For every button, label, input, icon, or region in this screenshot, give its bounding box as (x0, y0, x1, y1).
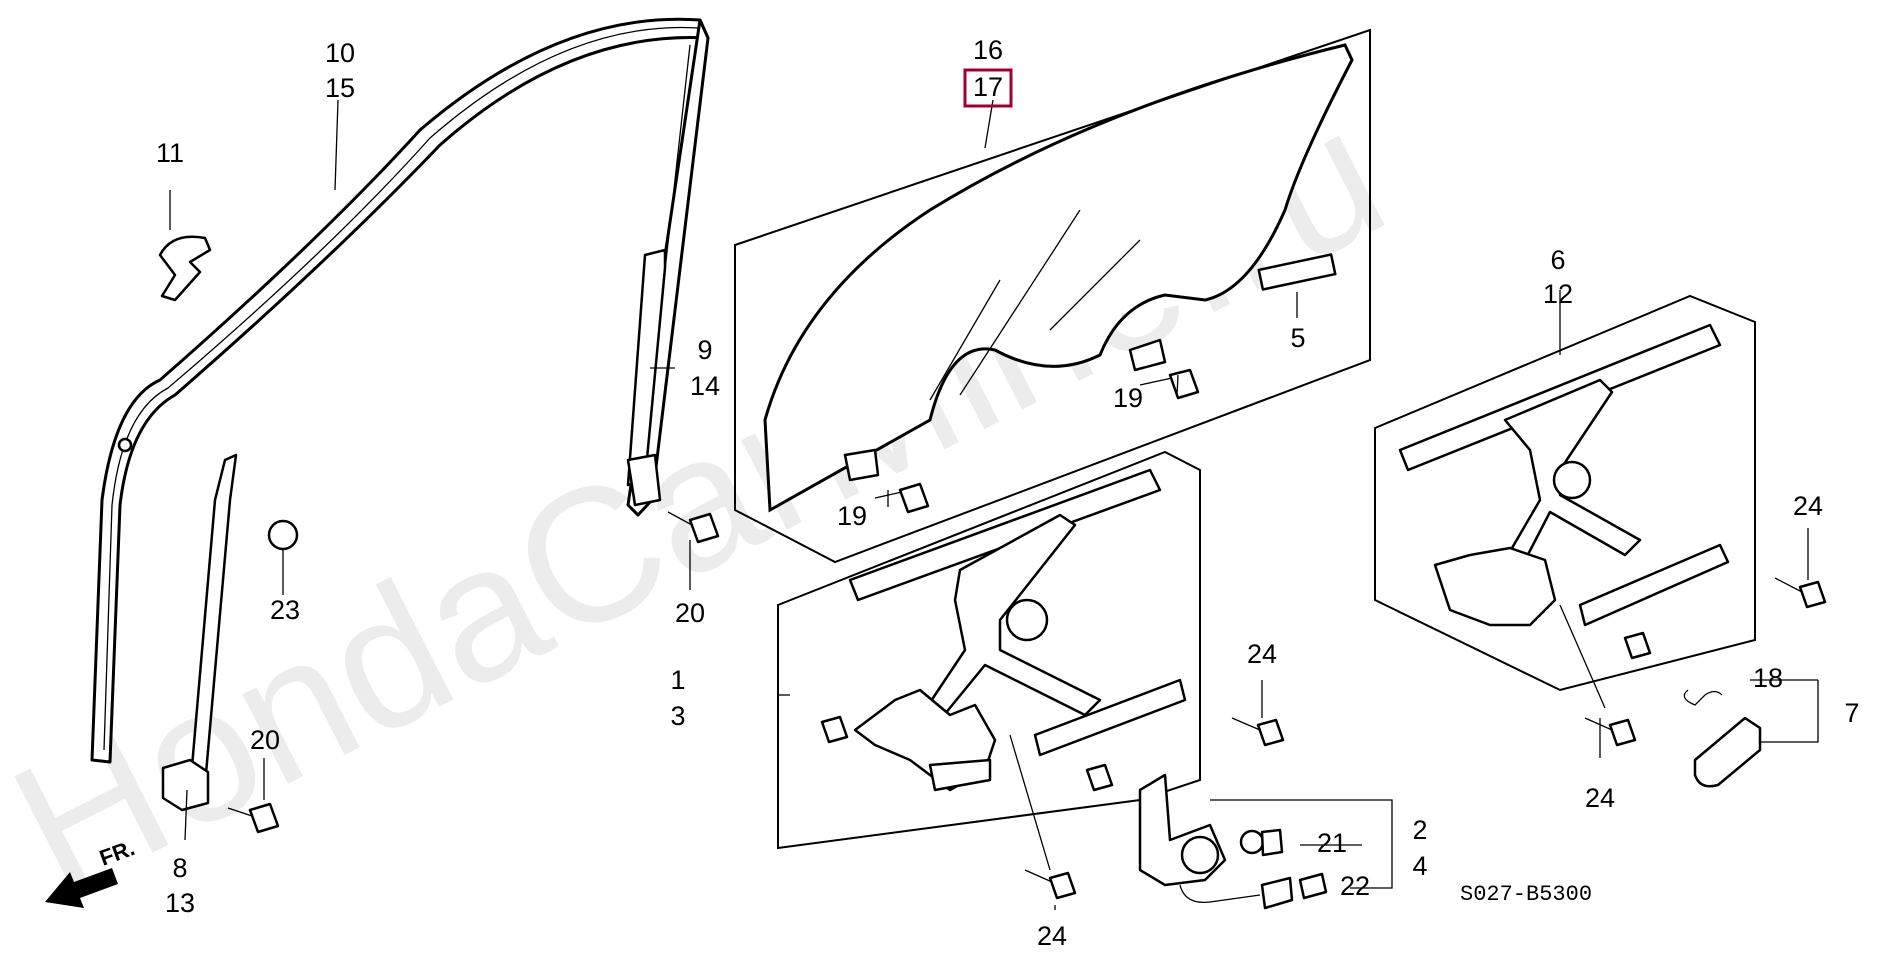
clip-part[interactable] (158, 235, 212, 302)
callout-17[interactable]: 17 (973, 72, 1003, 102)
callout-6[interactable]: 6 (1550, 245, 1565, 275)
callout-14[interactable]: 14 (690, 371, 720, 401)
callout-15[interactable]: 15 (325, 73, 355, 103)
right-regulator-box (1374, 294, 1756, 692)
callout-21[interactable]: 21 (1317, 828, 1347, 858)
callout-20-a[interactable]: 20 (675, 598, 705, 628)
callout-12[interactable]: 12 (1543, 279, 1573, 309)
callout-18[interactable]: 18 (1753, 663, 1783, 693)
callout-24-c[interactable]: 24 (1585, 783, 1615, 813)
door-glass-part[interactable] (763, 43, 1354, 513)
callout-5[interactable]: 5 (1290, 323, 1305, 353)
callout-8[interactable]: 8 (172, 853, 187, 883)
callout-7[interactable]: 7 (1844, 698, 1859, 728)
bolt-20-a[interactable] (667, 511, 720, 544)
callout-19-b[interactable]: 19 (837, 501, 867, 531)
callout-24-a[interactable]: 24 (1247, 639, 1277, 669)
grommet-part[interactable] (1239, 828, 1284, 857)
callout-24-b[interactable]: 24 (1793, 491, 1823, 521)
callout-16[interactable]: 16 (973, 35, 1003, 65)
bolt-left-reg-a[interactable] (820, 715, 849, 744)
callout-9[interactable]: 9 (697, 335, 712, 365)
callout-19-a[interactable]: 19 (1113, 383, 1143, 413)
glass-run-channel-part[interactable] (626, 248, 667, 507)
callout-2[interactable]: 2 (1412, 815, 1427, 845)
bolt-left-reg-b[interactable] (1085, 763, 1114, 792)
bolt-20-b[interactable] (227, 802, 280, 834)
callout-1[interactable]: 1 (670, 665, 685, 695)
diagram-code: S027-B5300 (1460, 882, 1592, 907)
callout-10[interactable]: 10 (325, 38, 355, 68)
leader-lines (169, 99, 1819, 910)
callout-11[interactable]: 11 (156, 138, 184, 168)
left-regulator-box (777, 450, 1201, 850)
nut-23[interactable] (267, 519, 299, 551)
front-arrow-icon (45, 868, 118, 908)
callout-24-d[interactable]: 24 (1037, 921, 1067, 951)
callout-3[interactable]: 3 (670, 701, 685, 731)
connector-part[interactable] (1298, 872, 1328, 900)
callout-20-b[interactable]: 20 (250, 725, 280, 755)
left-window-regulator-part[interactable] (848, 468, 1187, 792)
callout-23[interactable]: 23 (270, 595, 300, 625)
bolt-24-a[interactable] (1231, 717, 1285, 747)
bolt-24-d[interactable] (1024, 869, 1077, 900)
glass-outline-box (734, 28, 1371, 564)
bolt-24-c[interactable] (1584, 717, 1637, 747)
callout-4[interactable]: 4 (1412, 851, 1427, 881)
callout-13[interactable]: 13 (165, 888, 195, 918)
bolt-24-b[interactable] (1774, 577, 1827, 609)
highlight-box (963, 68, 1013, 108)
window-motor-part[interactable] (1138, 773, 1294, 910)
bolt-right-reg[interactable] (1623, 631, 1652, 660)
callout-22[interactable]: 22 (1340, 871, 1370, 901)
right-window-regulator-part[interactable] (1398, 323, 1730, 627)
center-pillar-part[interactable] (161, 453, 238, 812)
handle-part[interactable] (1683, 689, 1762, 788)
bolt-19-b[interactable] (874, 482, 930, 514)
